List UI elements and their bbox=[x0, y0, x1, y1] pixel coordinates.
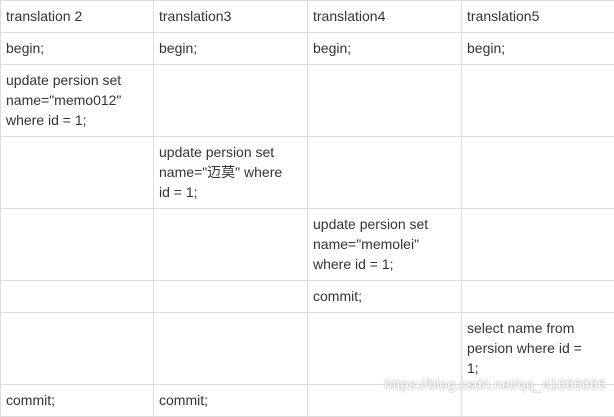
table-cell: update persion set name="迈莫" where id = … bbox=[154, 137, 308, 209]
table-row: update persion set name="memo012" where … bbox=[1, 65, 614, 137]
watermark-url: https://blog.csdn.net/qq_41066066 bbox=[385, 376, 606, 392]
table-row: select name from persion where id = 1; bbox=[1, 313, 614, 385]
table-cell bbox=[154, 209, 308, 281]
table-cell: commit; bbox=[308, 281, 462, 313]
table-cell bbox=[1, 313, 154, 385]
header-row: translation 2 translation3 translation4 … bbox=[1, 1, 614, 33]
table-cell: begin; bbox=[1, 33, 154, 65]
table-cell bbox=[1, 209, 154, 281]
header-cell: translation5 bbox=[462, 1, 614, 33]
table-cell: select name from persion where id = 1; bbox=[462, 313, 614, 385]
table-cell bbox=[154, 313, 308, 385]
table-cell bbox=[462, 281, 614, 313]
table-cell bbox=[1, 281, 154, 313]
table-cell bbox=[462, 65, 614, 137]
table-cell bbox=[308, 65, 462, 137]
table-cell bbox=[462, 209, 614, 281]
table-cell bbox=[462, 137, 614, 209]
table-cell: begin; bbox=[154, 33, 308, 65]
table-cell: begin; bbox=[308, 33, 462, 65]
table-cell: update persion set name="memo012" where … bbox=[1, 65, 154, 137]
table-cell bbox=[308, 137, 462, 209]
header-cell: translation3 bbox=[154, 1, 308, 33]
table-cell bbox=[308, 313, 462, 385]
table-row: commit; bbox=[1, 281, 614, 313]
table-cell bbox=[1, 137, 154, 209]
table-cell bbox=[154, 281, 308, 313]
table-cell bbox=[154, 65, 308, 137]
header-cell: translation 2 bbox=[1, 1, 154, 33]
table-row: update persion set name="迈莫" where id = … bbox=[1, 137, 614, 209]
table-cell: begin; bbox=[462, 33, 614, 65]
header-cell: translation4 bbox=[308, 1, 462, 33]
table-cell: update persion set name="memolei" where … bbox=[308, 209, 462, 281]
table-row: begin; begin; begin; begin; bbox=[1, 33, 614, 65]
table-row: update persion set name="memolei" where … bbox=[1, 209, 614, 281]
